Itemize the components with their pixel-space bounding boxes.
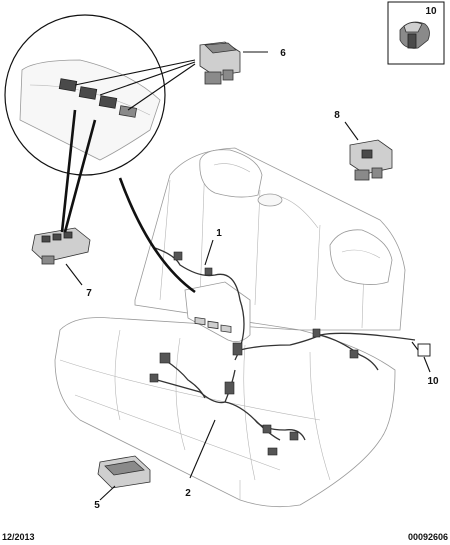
part-7-leader-a bbox=[60, 109, 77, 233]
part-6-leader-b bbox=[99, 61, 196, 96]
headrest-left bbox=[199, 149, 263, 198]
footer-date: 12/2013 bbox=[2, 532, 35, 542]
part-10-callout-leader bbox=[423, 356, 431, 373]
part-7-leader-b bbox=[63, 119, 97, 233]
wiring-harness-1 bbox=[154, 247, 416, 371]
part-1-callout-leader bbox=[204, 239, 214, 266]
wiring-harness-2 bbox=[149, 352, 306, 456]
part-8-callout-leader bbox=[344, 121, 359, 141]
callout-2-label: 2 bbox=[185, 488, 191, 499]
part-2-callout-leader bbox=[189, 419, 216, 479]
headrest-right bbox=[329, 229, 393, 285]
callout-6-label: 6 bbox=[280, 48, 286, 59]
callout-10-box-label: 10 bbox=[425, 6, 437, 17]
callout-8-label: 8 bbox=[334, 110, 340, 121]
seat-backrest bbox=[134, 147, 406, 331]
center-console bbox=[184, 281, 251, 343]
part-10-leader-harness bbox=[411, 341, 419, 351]
part-10-marker bbox=[417, 343, 431, 357]
part-7-callout-leader bbox=[65, 263, 83, 286]
callout-7-label: 7 bbox=[86, 288, 92, 299]
footer-reference-number: 00092606 bbox=[407, 532, 448, 542]
part-6-switch bbox=[199, 41, 241, 85]
part-6-leader-a bbox=[74, 59, 196, 86]
headrest-center-socket bbox=[257, 193, 283, 207]
inset-to-console-leader bbox=[118, 177, 196, 294]
detail-magnifier-inset bbox=[4, 14, 166, 176]
part-8-switch bbox=[349, 139, 393, 181]
callout-5-label: 5 bbox=[94, 500, 100, 511]
part-5-callout-leader bbox=[99, 485, 116, 501]
part-5-bracket bbox=[97, 455, 151, 489]
part-7-switch bbox=[31, 227, 91, 265]
callout-10-label: 10 bbox=[427, 376, 439, 387]
callout-1-label: 1 bbox=[216, 228, 222, 239]
seat-cushion bbox=[54, 317, 396, 508]
part-6-leader-c bbox=[127, 63, 196, 111]
part-10-clip-inset bbox=[387, 1, 445, 65]
